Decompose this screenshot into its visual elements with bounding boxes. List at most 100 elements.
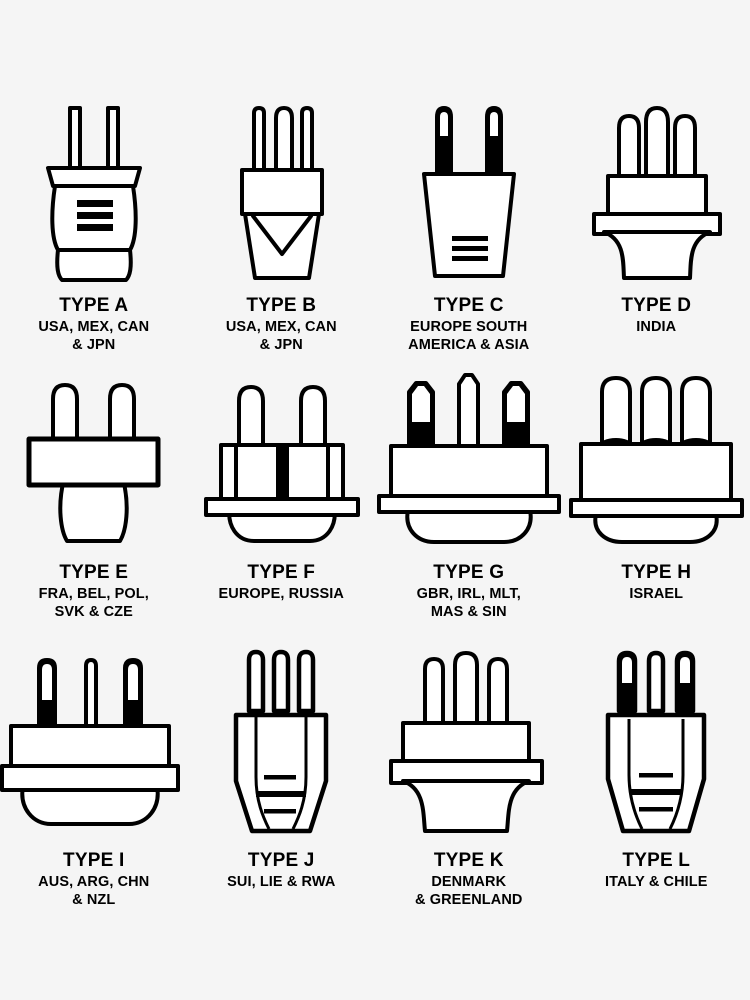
plug-type-a-art [0,80,188,285]
grid-spacer-top-3 [375,0,563,80]
plug-type-i-icon [0,658,181,826]
plug-card-type-k: TYPE K DENMARK & GREENLAND [375,625,563,915]
plug-type-e-icon [26,383,161,543]
plug-card-type-h: TYPE H ISRAEL [563,355,750,625]
plug-type-j-vents [256,775,307,814]
plug-type-k-art [375,625,563,840]
region-line: ISRAEL [629,586,684,603]
plug-card-type-e: TYPE E FRA, BEL, POL, SVK & CZE [0,355,188,625]
grid-spacer-bottom-3 [375,915,563,1000]
plug-type-c-labels: TYPE C EUROPE SOUTH AMERICA & ASIA [375,295,563,355]
plug-type-l-icon [606,650,707,834]
plug-type-i-art [0,625,188,840]
plug-type-f-art [188,355,376,550]
plug-type-l-art [563,625,750,840]
plug-type-i-regions: AUS, ARG, CHN & NZL [0,874,188,910]
region-line: EUROPE, RUSSIA [218,586,344,603]
region-line: SVK & CZE [54,604,133,621]
plug-type-g-regions: GBR, IRL, MLT, MAS & SIN [375,586,563,622]
plug-type-b-labels: TYPE B USA, MEX, CAN & JPN [188,295,376,355]
region-line: AUS, ARG, CHN [38,874,150,891]
grid-spacer-bottom-4 [563,915,750,1000]
region-line: ITALY & CHILE [604,874,708,891]
region-line: AMERICA & ASIA [408,337,530,354]
plug-type-d-labels: TYPE D INDIA [563,295,750,337]
plug-type-g-icon [377,373,562,544]
plug-type-h-art [563,355,750,550]
plug-type-a-icon [45,105,142,282]
plug-type-a-title: TYPE A [59,294,129,316]
region-line: GBR, IRL, MLT, [416,586,521,603]
region-line: EUROPE SOUTH [410,319,528,336]
plug-card-type-j: TYPE J SUI, LIE & RWA [188,625,376,915]
plug-type-g-title: TYPE G [433,562,505,583]
plug-type-c-icon [421,105,516,278]
region-line: INDIA [636,319,677,336]
plug-type-j-art [188,625,376,840]
plug-type-l-title: TYPE L [622,850,691,871]
plug-type-b-icon [240,105,325,280]
plug-card-type-b: TYPE B USA, MEX, CAN & JPN [188,80,376,355]
plug-card-type-d: TYPE D INDIA [563,80,750,355]
plug-type-h-regions: ISRAEL [563,586,750,604]
region-line: USA, MEX, CAN [225,319,337,336]
plug-type-f-labels: TYPE F EUROPE, RUSSIA [188,562,376,604]
plug-card-type-l: TYPE L ITALY & CHILE [563,625,750,915]
plug-type-a-regions: USA, MEX, CAN & JPN [0,319,188,355]
grid-spacer-top-1 [0,0,188,80]
region-line: & JPN [72,337,116,354]
plug-card-type-c: TYPE C EUROPE SOUTH AMERICA & ASIA [375,80,563,355]
plug-type-e-labels: TYPE E FRA, BEL, POL, SVK & CZE [0,562,188,622]
plug-type-c-title: TYPE C [433,294,504,316]
plug-type-a-vents [76,199,113,231]
plug-type-a-labels: TYPE A USA, MEX, CAN & JPN [0,295,188,355]
plug-type-k-title: TYPE K [433,850,504,871]
plug-card-type-f: TYPE F EUROPE, RUSSIA [188,355,376,625]
plug-type-f-regions: EUROPE, RUSSIA [188,586,376,604]
plug-type-d-icon [592,106,723,280]
region-line: USA, MEX, CAN [38,319,150,336]
plug-type-k-labels: TYPE K DENMARK & GREENLAND [375,850,563,910]
plug-type-c-vents [451,235,488,261]
plug-type-i-labels: TYPE I AUS, ARG, CHN & NZL [0,850,188,910]
plug-type-l-labels: TYPE L ITALY & CHILE [563,850,750,892]
grid-spacer-bottom-2 [188,915,376,1000]
plug-type-d-title: TYPE D [621,295,692,316]
plug-type-g-labels: TYPE G GBR, IRL, MLT, MAS & SIN [375,562,563,622]
plug-type-e-regions: FRA, BEL, POL, SVK & CZE [0,586,188,622]
plug-type-c-art [375,80,563,285]
grid-spacer-bottom-1 [0,915,188,1000]
grid-spacer-top-4 [563,0,750,80]
plug-card-type-g: TYPE G GBR, IRL, MLT, MAS & SIN [375,355,563,625]
plug-type-l-regions: ITALY & CHILE [563,874,750,892]
plug-type-g-art [375,355,563,550]
region-line: & NZL [72,892,116,909]
plug-type-b-title: TYPE B [246,294,317,316]
plug-type-h-title: TYPE H [621,562,692,583]
region-line: & GREENLAND [415,892,523,909]
plug-type-c-regions: EUROPE SOUTH AMERICA & ASIA [375,319,563,355]
plug-type-e-title: TYPE E [59,562,129,583]
region-line: FRA, BEL, POL, [38,586,149,603]
plug-type-b-art [188,80,376,285]
plug-type-b-regions: USA, MEX, CAN & JPN [188,319,376,355]
plug-type-d-art [563,80,750,285]
plug-card-type-i: TYPE I AUS, ARG, CHN & NZL [0,625,188,915]
plug-type-l-vents [630,773,683,812]
plug-type-f-title: TYPE F [247,562,316,583]
plug-type-j-icon [234,649,329,834]
plug-type-h-labels: TYPE H ISRAEL [563,562,750,604]
plug-type-d-regions: INDIA [563,319,750,337]
plug-type-j-regions: SUI, LIE & RWA [188,874,376,892]
plug-type-j-title: TYPE J [247,850,315,871]
grid-spacer-top-2 [188,0,376,80]
plug-type-i-title: TYPE I [63,850,125,871]
plug-card-type-a: TYPE A USA, MEX, CAN & JPN [0,80,188,355]
region-line: SUI, LIE & RWA [227,874,336,891]
plug-type-k-icon [389,651,545,833]
plug-type-e-art [0,355,188,550]
plug-type-h-icon [568,376,744,544]
plug-type-f-icon [203,385,360,543]
